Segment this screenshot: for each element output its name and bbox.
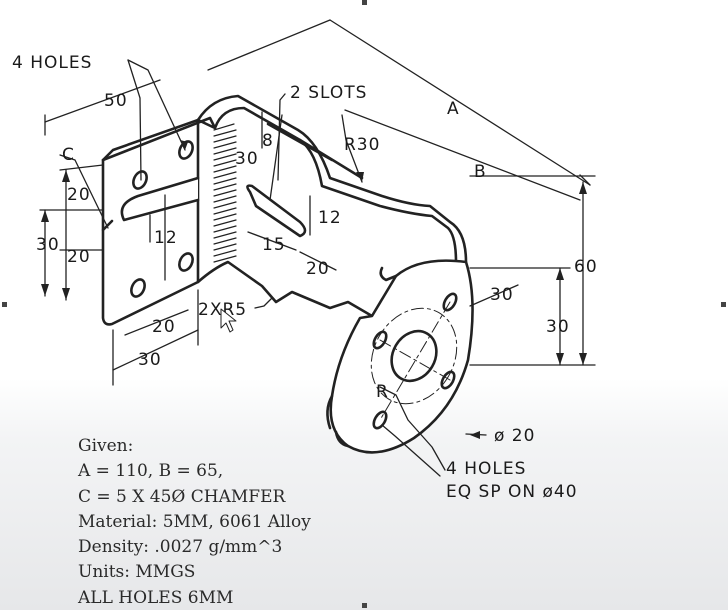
label-a: A (447, 99, 460, 119)
label-20-top: 20 (67, 185, 91, 205)
label-4-holes-bottom-2: EQ SP ON ø40 (446, 482, 578, 502)
label-15: 15 (262, 235, 286, 255)
resize-handle-bottom[interactable] (362, 603, 367, 608)
label-r: R (376, 382, 389, 402)
cursor-icon (220, 308, 237, 333)
label-c: C (62, 145, 75, 165)
left-hole-4 (130, 278, 146, 298)
center-hole (390, 329, 438, 383)
left-hole-2 (132, 170, 148, 190)
left-hole-3 (178, 252, 194, 272)
given-line-6: Units: MMGS (78, 562, 196, 583)
center-lines (370, 301, 458, 421)
flange-tab (379, 266, 398, 282)
flange-hole-2 (440, 370, 456, 390)
given-line-7: ALL HOLES 6MM (78, 587, 234, 608)
label-30-slot: 30 (235, 149, 259, 169)
arrowheads (41, 140, 587, 439)
given-notes: Given: A = 110, B = 65, C = 5 X 45Ø CHAM… (78, 434, 311, 611)
right-flange-thickness (326, 394, 350, 448)
label-60: 60 (574, 257, 598, 277)
label-20-mid: 20 (67, 247, 91, 267)
label-12-left: 12 (154, 228, 178, 248)
top-plate-bottom (196, 260, 374, 318)
label-50: 50 (104, 91, 128, 111)
resize-handle-left[interactable] (2, 302, 7, 307)
label-2-slots: 2 SLOTS (290, 83, 367, 103)
label-b: B (474, 162, 487, 182)
left-hole-1 (178, 140, 194, 160)
label-30-flange: 30 (490, 285, 514, 305)
top-plate-inner (213, 106, 458, 264)
top-slot-1 (246, 184, 307, 238)
resize-handle-top[interactable] (362, 0, 367, 5)
bend-hatch (213, 123, 237, 263)
label-r30: R30 (344, 135, 380, 155)
left-slot (120, 176, 200, 222)
right-flange (329, 259, 474, 454)
label-30-left: 30 (36, 235, 60, 255)
given-line-3: C = 5 X 45Ø CHAMFER (78, 486, 286, 507)
left-flange-top (101, 116, 217, 162)
label-30-bottom: 30 (138, 350, 162, 370)
label-12-slot: 12 (318, 208, 342, 228)
label-20-slot: 20 (306, 259, 330, 279)
dimension-labels: 4 HOLES 2 SLOTS R30 A B C 50 30 8 20 20 … (12, 53, 598, 502)
label-4-holes-bottom-1: 4 HOLES (446, 459, 526, 479)
given-line-2: A = 110, B = 65, (78, 461, 224, 482)
label-8: 8 (262, 131, 274, 151)
label-4-holes-top: 4 HOLES (12, 53, 92, 73)
given-line-1: Given: (78, 436, 134, 456)
flange-hole-4 (372, 410, 388, 430)
bracket-part (101, 94, 474, 454)
resize-handle-right[interactable] (721, 302, 726, 307)
given-line-4: Material: 5MM, 6061 Alloy (78, 511, 311, 532)
label-20-bottom: 20 (152, 317, 176, 337)
given-line-5: Density: .0027 g/mm^3 (78, 537, 283, 558)
dimension-lines (39, 19, 596, 477)
top-plate (196, 94, 468, 264)
label-phi20: ø 20 (494, 426, 535, 446)
label-30-right: 30 (546, 317, 570, 337)
